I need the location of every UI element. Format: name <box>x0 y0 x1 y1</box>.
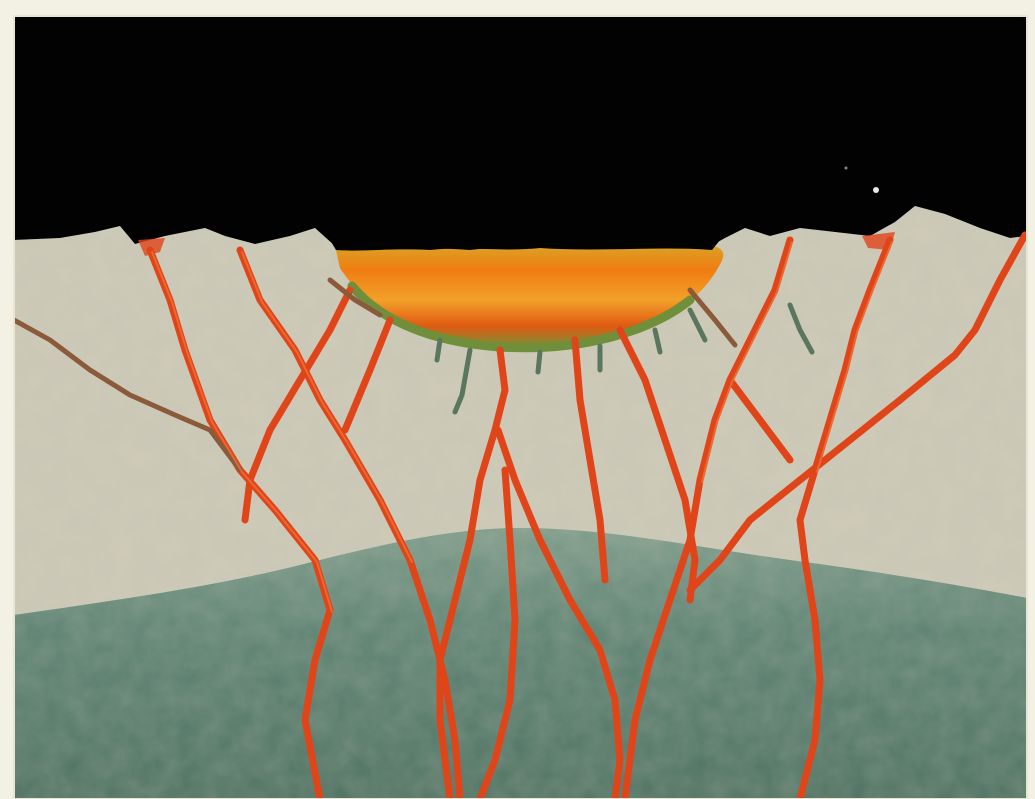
speck <box>845 167 848 170</box>
speck <box>873 187 879 193</box>
